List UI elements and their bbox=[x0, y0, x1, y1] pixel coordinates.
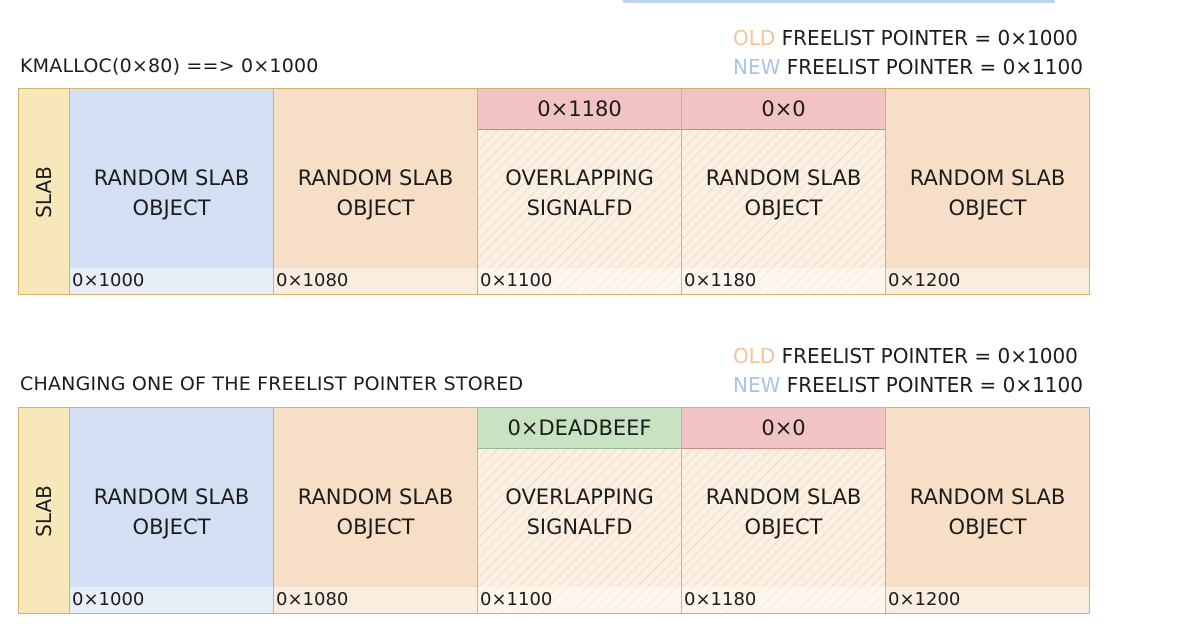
object-label: RANDOM SLAB OBJECT bbox=[70, 163, 273, 223]
slab-object: RANDOM SLAB OBJECT 0×1000 bbox=[69, 407, 274, 614]
object-label: OVERLAPPING SIGNALFD bbox=[478, 163, 681, 223]
object-address: 0×1100 bbox=[478, 587, 681, 613]
new-pointer-line: NEW FREELIST POINTER = 0×1100 bbox=[733, 53, 1083, 82]
object-address: 0×1200 bbox=[886, 587, 1089, 613]
object-label-line: RANDOM SLAB bbox=[909, 485, 1066, 509]
object-label: RANDOM SLAB OBJECT bbox=[886, 163, 1089, 223]
object-address: 0×1080 bbox=[274, 587, 477, 613]
freelist-legend: OLD FREELIST POINTER = 0×1000 NEW FREELI… bbox=[733, 24, 1083, 82]
slab-label: SLAB bbox=[32, 484, 56, 537]
slab-object: 0×0 RANDOM SLAB OBJECT 0×1180 bbox=[681, 407, 886, 614]
object-label-line: RANDOM SLAB bbox=[909, 166, 1066, 190]
slab-object: RANDOM SLAB OBJECT 0×1000 bbox=[69, 88, 274, 295]
object-label-line: OVERLAPPING bbox=[505, 166, 654, 190]
panel-caption: CHANGING ONE OF THE FREELIST POINTER STO… bbox=[20, 373, 524, 395]
slab-object: RANDOM SLAB OBJECT 0×1200 bbox=[885, 407, 1090, 614]
object-address: 0×1080 bbox=[274, 268, 477, 294]
old-pointer-line: OLD FREELIST POINTER = 0×1000 bbox=[733, 24, 1083, 53]
object-label-line: OBJECT bbox=[744, 515, 823, 539]
slab-diagram: SLAB RANDOM SLAB OBJECT 0×1000 RANDOM SLA… bbox=[18, 407, 1090, 614]
slab-diagram: SLAB RANDOM SLAB OBJECT 0×1000 RANDOM SLA… bbox=[18, 88, 1090, 295]
slab-object: 0×1180 OVERLAPPING SIGNALFD 0×1100 bbox=[477, 88, 682, 295]
object-label-line: OBJECT bbox=[336, 515, 415, 539]
object-label-line: SIGNALFD bbox=[526, 196, 633, 220]
old-pointer-text: FREELIST POINTER = 0×1000 bbox=[775, 26, 1078, 50]
slab-label-block: SLAB bbox=[18, 88, 70, 295]
object-address: 0×1200 bbox=[886, 268, 1089, 294]
object-label-line: RANDOM SLAB bbox=[93, 166, 250, 190]
object-label-line: OBJECT bbox=[744, 196, 823, 220]
object-label: RANDOM SLAB OBJECT bbox=[274, 163, 477, 223]
slab-label: SLAB bbox=[32, 165, 56, 218]
object-label-line: OBJECT bbox=[336, 196, 415, 220]
freelist-pointer: 0×0 bbox=[682, 89, 885, 130]
object-label-line: OBJECT bbox=[132, 515, 211, 539]
slab-object: 0×0 RANDOM SLAB OBJECT 0×1180 bbox=[681, 88, 886, 295]
slab-object: RANDOM SLAB OBJECT 0×1200 bbox=[885, 88, 1090, 295]
object-label: RANDOM SLAB OBJECT bbox=[274, 482, 477, 542]
object-label-line: OBJECT bbox=[132, 196, 211, 220]
new-word: NEW bbox=[733, 55, 781, 79]
object-label-line: SIGNALFD bbox=[526, 515, 633, 539]
slab-object: RANDOM SLAB OBJECT 0×1080 bbox=[273, 88, 478, 295]
old-pointer-line: OLD FREELIST POINTER = 0×1000 bbox=[733, 342, 1083, 371]
top-edge-bar bbox=[623, 0, 1055, 3]
object-label: RANDOM SLAB OBJECT bbox=[886, 482, 1089, 542]
object-address: 0×1000 bbox=[70, 587, 273, 613]
object-label-line: OBJECT bbox=[948, 196, 1027, 220]
freelist-pointer: 0×DEADBEEF bbox=[478, 408, 681, 449]
object-label-line: OBJECT bbox=[948, 515, 1027, 539]
new-pointer-text: FREELIST POINTER = 0×1100 bbox=[780, 55, 1083, 79]
object-label-line: RANDOM SLAB bbox=[705, 485, 862, 509]
new-pointer-text: FREELIST POINTER = 0×1100 bbox=[780, 373, 1083, 397]
freelist-legend: OLD FREELIST POINTER = 0×1000 NEW FREELI… bbox=[733, 342, 1083, 400]
freelist-pointer: 0×0 bbox=[682, 408, 885, 449]
old-word: OLD bbox=[733, 344, 776, 368]
object-label-line: OVERLAPPING bbox=[505, 485, 654, 509]
new-pointer-line: NEW FREELIST POINTER = 0×1100 bbox=[733, 371, 1083, 400]
object-label: OVERLAPPING SIGNALFD bbox=[478, 482, 681, 542]
object-label-line: RANDOM SLAB bbox=[297, 166, 454, 190]
object-address: 0×1180 bbox=[682, 587, 885, 613]
slab-label-block: SLAB bbox=[18, 407, 70, 614]
slab-object: RANDOM SLAB OBJECT 0×1080 bbox=[273, 407, 478, 614]
object-address: 0×1100 bbox=[478, 268, 681, 294]
old-word: OLD bbox=[733, 26, 776, 50]
old-pointer-text: FREELIST POINTER = 0×1000 bbox=[775, 344, 1078, 368]
slab-object: 0×DEADBEEF OVERLAPPING SIGNALFD 0×1100 bbox=[477, 407, 682, 614]
object-label: RANDOM SLAB OBJECT bbox=[682, 163, 885, 223]
panel-caption: KMALLOC(0×80) ==> 0×1000 bbox=[20, 55, 319, 77]
object-address: 0×1180 bbox=[682, 268, 885, 294]
object-label-line: RANDOM SLAB bbox=[93, 485, 250, 509]
new-word: NEW bbox=[733, 373, 781, 397]
object-label: RANDOM SLAB OBJECT bbox=[682, 482, 885, 542]
object-label: RANDOM SLAB OBJECT bbox=[70, 482, 273, 542]
object-label-line: RANDOM SLAB bbox=[297, 485, 454, 509]
object-label-line: RANDOM SLAB bbox=[705, 166, 862, 190]
freelist-pointer: 0×1180 bbox=[478, 89, 681, 130]
object-address: 0×1000 bbox=[70, 268, 273, 294]
